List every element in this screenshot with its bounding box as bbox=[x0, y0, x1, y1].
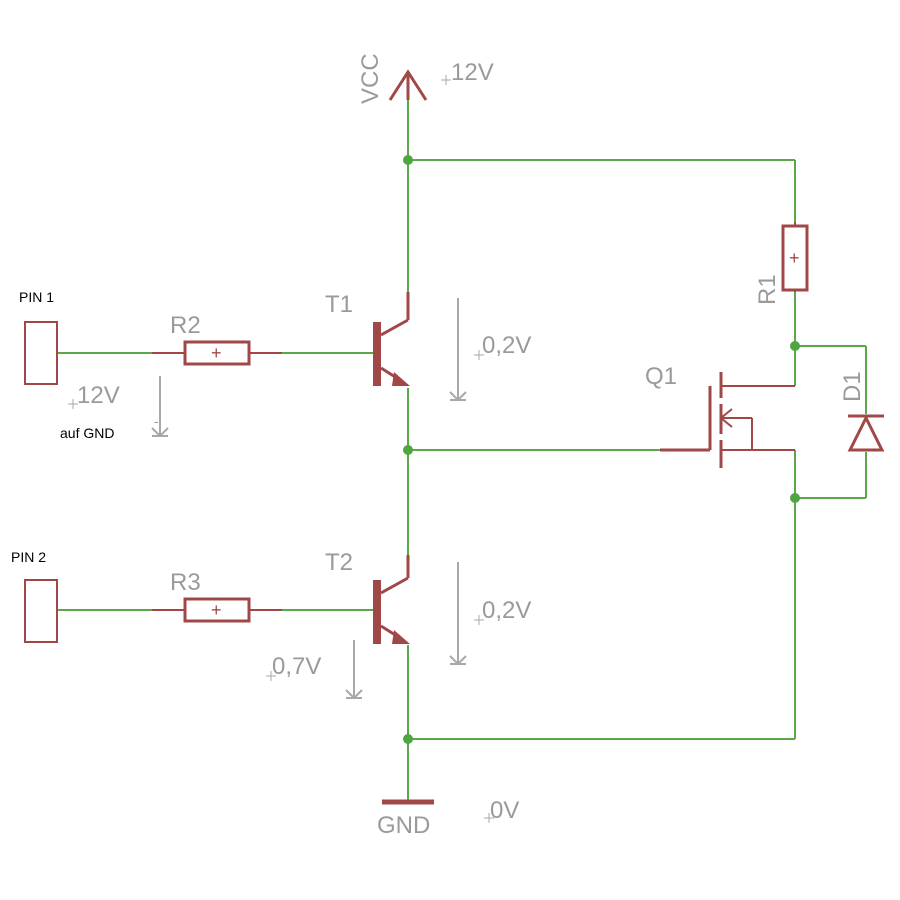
mosfet-q1 bbox=[660, 372, 795, 468]
junction-r1-d1 bbox=[790, 341, 800, 351]
junctions bbox=[403, 155, 800, 744]
pin1-probe-minus: - bbox=[154, 413, 159, 429]
t2-voltage-origin bbox=[474, 615, 484, 625]
pin2-connector bbox=[24, 579, 58, 643]
junction-vcc bbox=[403, 155, 413, 165]
transistor-t1 bbox=[373, 292, 410, 386]
t2-base-probe-arrow bbox=[345, 640, 363, 700]
junction-mid bbox=[403, 445, 413, 455]
r3-label: R3 bbox=[170, 569, 201, 596]
r1-label: R1 bbox=[754, 274, 781, 305]
vcc-supply-symbol bbox=[388, 69, 428, 101]
transistor-t2 bbox=[373, 555, 410, 644]
pin1-voltage-origin bbox=[68, 399, 78, 409]
vcc-label: VCC bbox=[357, 53, 384, 104]
pin1-connector bbox=[24, 321, 58, 385]
vcc-voltage: 12V bbox=[451, 59, 494, 86]
gnd-label: GND bbox=[377, 812, 430, 839]
auf-gnd-label: auf GND bbox=[60, 425, 114, 441]
t2-base-voltage-origin bbox=[266, 671, 276, 681]
resistor-r1 bbox=[781, 222, 809, 292]
d1-label: D1 bbox=[839, 371, 866, 402]
r1-mark: + bbox=[789, 248, 800, 268]
r2-label: R2 bbox=[170, 312, 201, 339]
t2-probe-arrow bbox=[449, 562, 467, 666]
t2-base-voltage: 0,7V bbox=[272, 653, 321, 680]
wires bbox=[58, 100, 867, 800]
q1-label: Q1 bbox=[645, 363, 677, 390]
resistor-r2 bbox=[152, 340, 282, 366]
vcc-voltage-origin bbox=[441, 75, 451, 85]
r3-mark: + bbox=[211, 600, 222, 620]
pin1-probe-arrow bbox=[151, 376, 169, 438]
gnd-voltage-origin bbox=[484, 813, 494, 823]
junction-gnd bbox=[403, 734, 413, 744]
gnd-voltage: 0V bbox=[490, 797, 519, 824]
t2-voltage: 0,2V bbox=[482, 597, 531, 624]
t1-voltage: 0,2V bbox=[482, 332, 531, 359]
t1-probe-arrow bbox=[449, 298, 467, 402]
pin1-voltage: 12V bbox=[77, 382, 120, 409]
resistor-r3 bbox=[152, 597, 282, 623]
junction-source-d1 bbox=[790, 493, 800, 503]
diode-d1 bbox=[847, 414, 885, 452]
pin1-label: PIN 1 bbox=[19, 289, 54, 305]
pin2-label: PIN 2 bbox=[11, 549, 46, 565]
t2-label: T2 bbox=[325, 549, 353, 576]
t1-voltage-origin bbox=[474, 350, 484, 360]
t1-label: T1 bbox=[325, 291, 353, 318]
r2-mark: + bbox=[211, 343, 222, 363]
